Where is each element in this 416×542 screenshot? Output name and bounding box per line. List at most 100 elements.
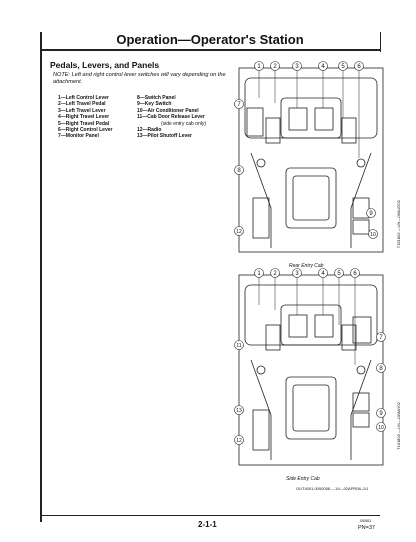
right-travel-lever-box <box>314 107 334 131</box>
svg-text:1: 1 <box>257 271 261 277</box>
svg-text:6: 6 <box>353 271 357 277</box>
callout-5: 5 <box>334 268 344 278</box>
footer-rule <box>40 515 380 516</box>
svg-text:5: 5 <box>337 271 341 277</box>
callout-9: 9 <box>366 208 376 218</box>
cab-drawing: 1 2 3 4 5 6 7 8 9 10 11 12 13 <box>234 268 386 466</box>
callout-3: 3 <box>292 268 302 278</box>
svg-text:4: 4 <box>321 271 325 277</box>
list-item: 7—Monitor Panel <box>58 133 99 140</box>
svg-text:12: 12 <box>236 438 242 444</box>
callout-10: 10 <box>368 229 378 239</box>
svg-text:11: 11 <box>236 343 241 349</box>
cab-outline <box>238 67 384 253</box>
callout-8: 8 <box>376 363 386 373</box>
right-control-knob <box>356 158 366 168</box>
callout-1: 1 <box>254 61 264 71</box>
cab-outline <box>238 274 384 466</box>
svg-text:10: 10 <box>378 425 384 431</box>
list-item: 8—Switch Panel <box>137 95 176 101</box>
ac-panel <box>352 412 370 428</box>
svg-text:8: 8 <box>237 168 241 174</box>
radio-panel <box>252 409 270 451</box>
svg-text:1: 1 <box>257 64 261 70</box>
list-item: 1—Left Control Lever <box>58 95 109 101</box>
control-console <box>280 304 342 346</box>
svg-text:7: 7 <box>237 102 241 108</box>
svg-text:3: 3 <box>295 271 299 277</box>
list-item: 12—Radio <box>137 127 162 134</box>
left-travel-lever-box <box>288 107 308 131</box>
left-pedal <box>265 324 281 351</box>
parts-list-left: 1—Left Control Lever 2—Left Travel Pedal… <box>58 95 136 140</box>
side-entry-cab-illustration: 1 2 3 4 5 6 7 8 9 10 11 12 13 <box>231 265 391 470</box>
svg-text:3: 3 <box>295 64 299 70</box>
list-item-note: (side entry cab only) <box>161 120 207 127</box>
callout-3: 3 <box>292 61 302 71</box>
section-heading: Pedals, Levers, and Panels <box>50 60 160 70</box>
svg-text:2: 2 <box>273 271 277 277</box>
left-margin-rule <box>40 32 42 522</box>
callout-6: 6 <box>350 268 360 278</box>
operator-seat <box>285 376 337 440</box>
rear-entry-cab-illustration: 1 2 3 4 5 6 7 8 9 10 12 <box>231 58 391 258</box>
right-control-knob <box>356 365 366 375</box>
callout-5: 5 <box>338 61 348 71</box>
right-console-line <box>350 359 372 460</box>
list-item: 11—Cab Door Release Lever <box>137 114 205 121</box>
callout-1: 1 <box>254 268 264 278</box>
cab-drawing: 1 2 3 4 5 6 7 8 9 10 12 <box>234 61 384 253</box>
callout-7: 7 <box>376 332 386 342</box>
seat-cushion <box>292 175 330 221</box>
ac-panel <box>352 219 370 235</box>
switch-panel <box>352 392 370 412</box>
callout-2: 2 <box>270 268 280 278</box>
left-pedal <box>265 117 281 144</box>
svg-text:10: 10 <box>370 232 376 238</box>
list-item: 5—Right Travel Pedal <box>58 120 110 127</box>
list-item: 3—Left Travel Lever <box>58 107 106 114</box>
svg-text:9: 9 <box>379 411 383 417</box>
figure-code-rear: T161802 —UN—06AUG02 <box>396 200 401 249</box>
svg-text:12: 12 <box>236 229 242 235</box>
list-item: 2—Left Travel Pedal <box>58 101 106 108</box>
right-travel-lever-box <box>314 314 334 338</box>
callout-9: 9 <box>376 408 386 418</box>
svg-text:9: 9 <box>369 211 373 217</box>
right-pedal <box>341 324 357 351</box>
parts-list-right: 8—Switch Panel 9—Key Switch 10—Air Condi… <box>137 95 232 140</box>
svg-text:7: 7 <box>379 335 383 341</box>
callout-12: 12 <box>234 435 244 445</box>
monitor-panel <box>246 107 264 137</box>
page-ref-small: 050811 <box>360 519 372 523</box>
list-item: 10—Air Conditioner Panel <box>137 107 199 114</box>
pn-label: PN=37 <box>358 525 375 531</box>
left-console-line <box>250 359 272 460</box>
page-title: Operation—Operator's Station <box>116 32 304 47</box>
right-pedal <box>341 117 357 144</box>
reference-code: OUT4001,0000058 —19—02APR08–1/1 <box>296 486 369 491</box>
dash-area <box>244 77 378 139</box>
figure-code-side: T161803 —UN—10MAY02 <box>396 402 401 450</box>
svg-text:8: 8 <box>379 366 383 372</box>
callout-4: 4 <box>318 268 328 278</box>
seat-cushion <box>292 384 330 432</box>
callout-13: 13 <box>234 405 244 415</box>
callout-11: 11 <box>234 340 244 350</box>
list-item: 6—Right Control Lever <box>58 127 113 134</box>
left-control-knob <box>256 365 266 375</box>
svg-text:13: 13 <box>236 408 242 414</box>
callout-7: 7 <box>234 99 244 109</box>
switch-panel <box>352 197 370 219</box>
left-travel-lever-box <box>288 314 308 338</box>
right-console-line <box>350 152 372 248</box>
dash-area <box>244 284 378 346</box>
radio-panel <box>252 197 270 239</box>
page-number: 2-1-1 <box>198 520 217 529</box>
figure-caption-side: Side Entry Cab <box>286 476 320 482</box>
callout-12: 12 <box>234 226 244 236</box>
list-item: 9—Key Switch <box>137 101 172 108</box>
title-right-rule <box>380 32 381 52</box>
left-console-line <box>250 152 272 248</box>
monitor-panel <box>352 316 372 344</box>
